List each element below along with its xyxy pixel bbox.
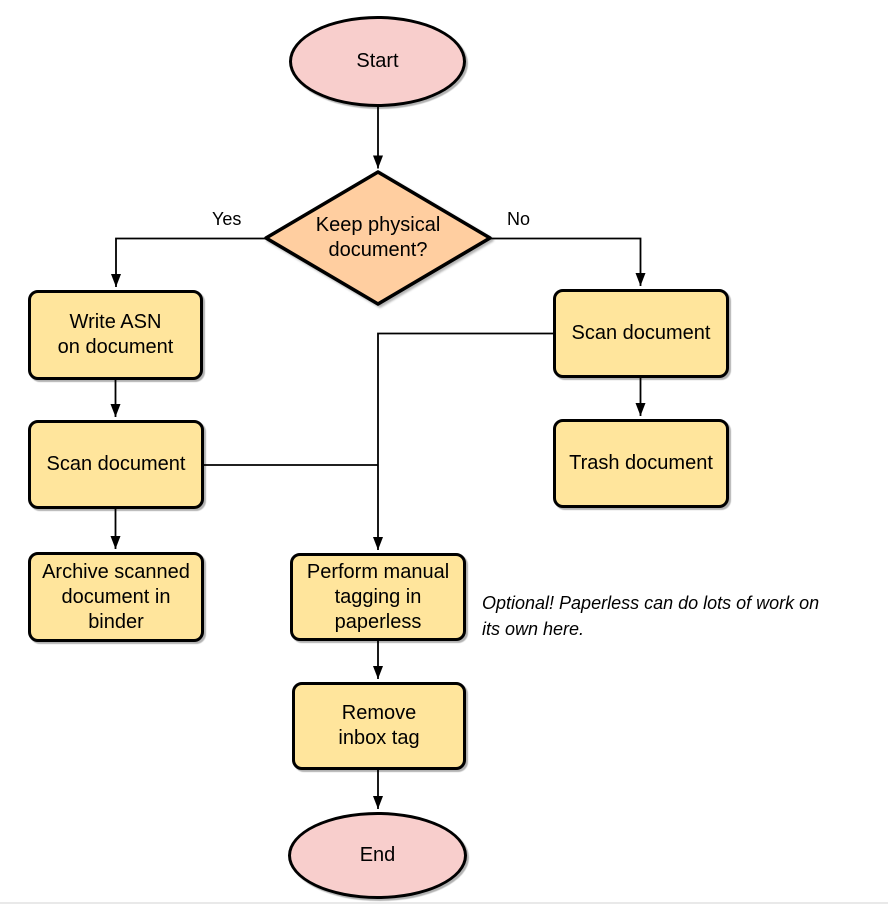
yes-edge-label: Yes bbox=[212, 209, 242, 229]
decision-diamond-shape bbox=[264, 170, 492, 306]
trash-document-node-label: Trash document bbox=[569, 452, 713, 474]
no-edge-label: No bbox=[507, 209, 531, 229]
scan-document-left-node: Scan document bbox=[28, 420, 204, 509]
scan-document-left-node-label: Scan document bbox=[46, 453, 186, 475]
end-node-label: End bbox=[359, 844, 396, 866]
edge-scan-right-to-tagging bbox=[373, 332, 553, 550]
scan-document-right-node: Scan document bbox=[553, 289, 729, 378]
optional-note: Optional! Paperless can do lots of work … bbox=[482, 593, 820, 639]
edge-decision-yes-to-write-asn bbox=[111, 237, 266, 287]
edge-decision-no-to-scan-right bbox=[490, 237, 646, 286]
end-node: End bbox=[288, 812, 467, 899]
bottom-divider bbox=[0, 902, 888, 904]
trash-document-node: Trash document bbox=[553, 419, 729, 508]
start-node: Start bbox=[289, 16, 466, 107]
scan-document-right-node-label: Scan document bbox=[571, 322, 711, 344]
start-node-label: Start bbox=[356, 50, 399, 72]
